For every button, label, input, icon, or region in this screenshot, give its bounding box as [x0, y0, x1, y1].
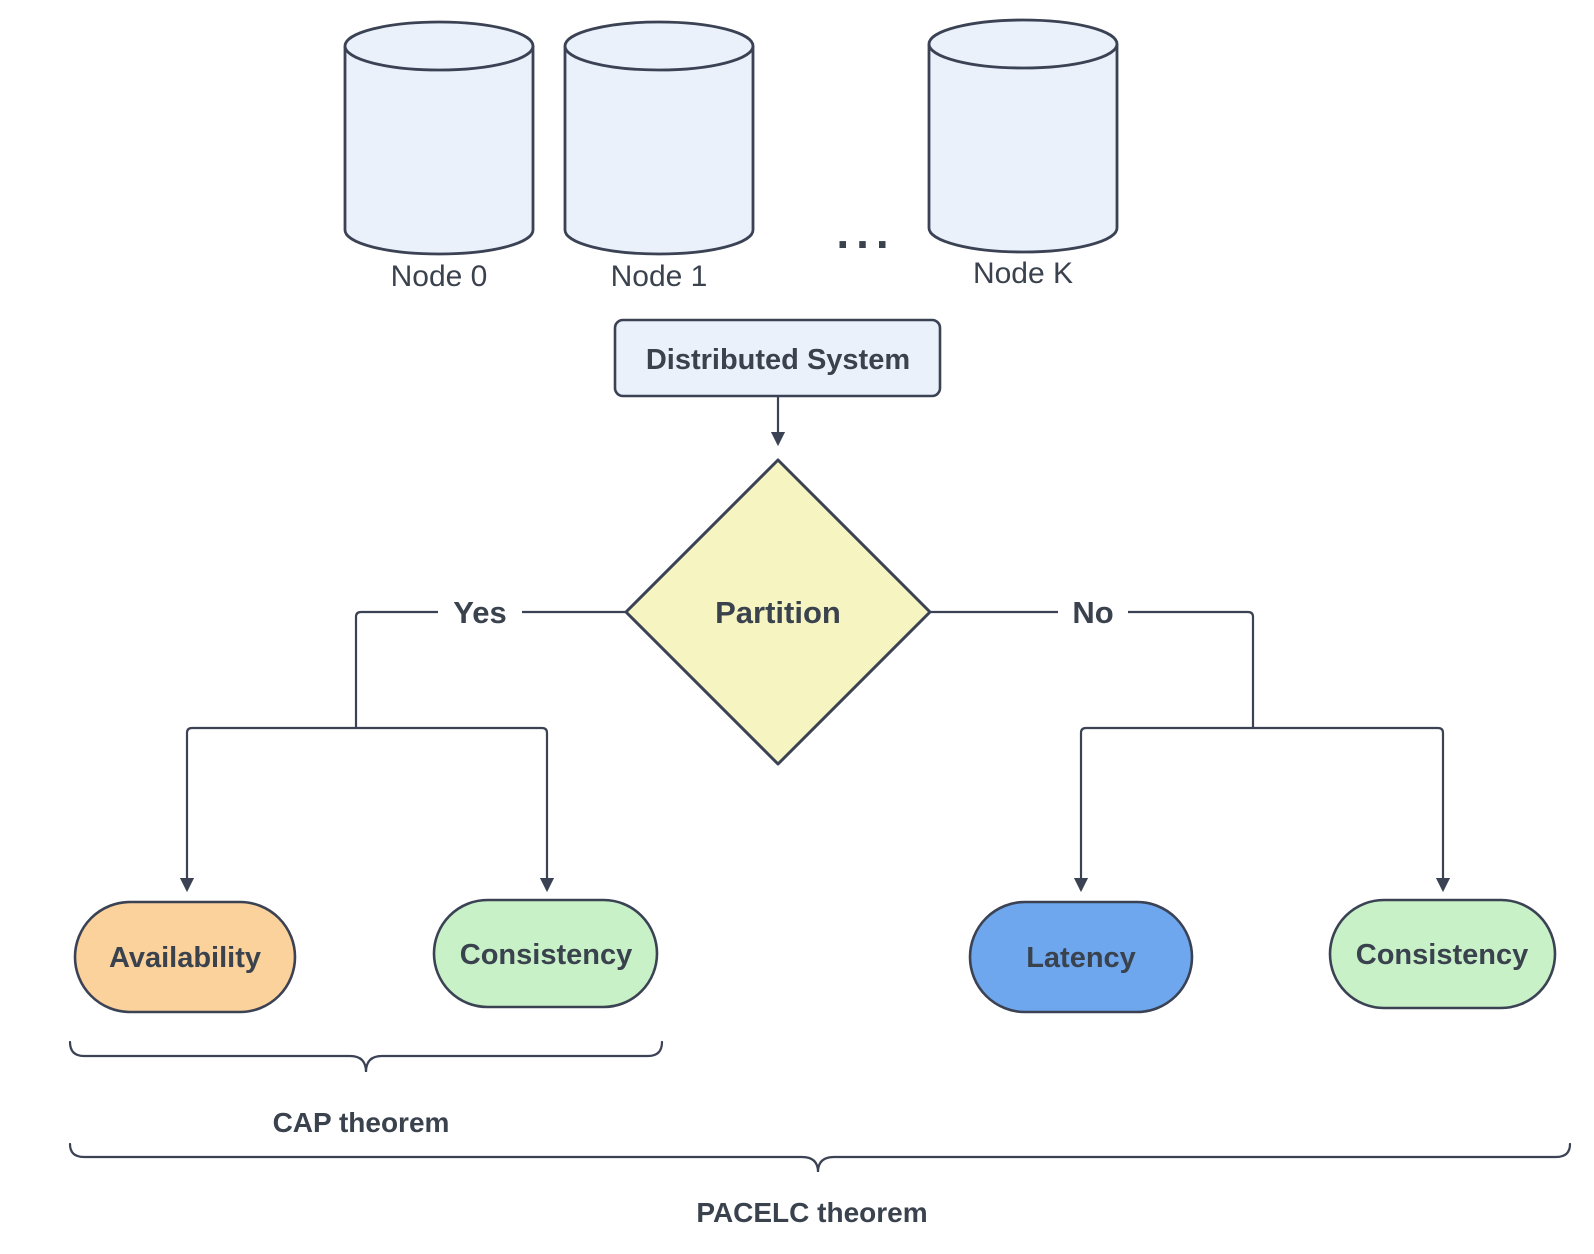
node-0-cylinder-top	[343, 20, 535, 72]
partition-label: Partition	[715, 595, 841, 630]
consistency-cap-pill	[432, 898, 659, 1009]
pacelc-theorem-brace	[68, 1142, 1572, 1173]
consistency-cap-label: Consistency	[460, 939, 632, 971]
yes-label: Yes	[453, 595, 506, 630]
cap-theorem-brace	[68, 1040, 664, 1073]
no-label: No	[1072, 595, 1113, 630]
consistency-else-label: Consistency	[1356, 939, 1528, 971]
latency-pill	[968, 900, 1194, 1014]
availability-label: Availability	[109, 942, 261, 974]
distributed-system-label: Distributed System	[646, 344, 910, 376]
node-k-label: Node K	[973, 257, 1073, 290]
edge-to-latency	[1073, 726, 1253, 893]
no-branch-edge	[930, 610, 1255, 728]
cap-theorem-label: CAP theorem	[273, 1107, 450, 1138]
node-1-cylinder-top	[563, 20, 755, 72]
edge-to-consistency-else	[1253, 726, 1451, 893]
node-1-database-icon	[563, 20, 755, 256]
node-k-database-icon	[927, 18, 1119, 254]
yes-branch-edge	[354, 610, 626, 728]
pacelc-theorem-label: PACELC theorem	[696, 1197, 927, 1228]
latency-label: Latency	[1026, 942, 1136, 974]
node-0-label: Node 0	[391, 260, 488, 293]
node-1-cylinder-body	[563, 46, 755, 256]
yes-label-bg	[438, 593, 522, 631]
consistency-else-pill	[1328, 898, 1557, 1010]
edge-to-consistency-cap	[356, 726, 555, 893]
availability-pill	[73, 900, 297, 1014]
node-k-cylinder-body	[927, 44, 1119, 254]
edge-to-availability	[179, 726, 356, 893]
node-0-cylinder-body	[343, 46, 535, 256]
node-k-cylinder-top	[927, 18, 1119, 70]
node-1-label: Node 1	[611, 260, 708, 293]
node-0-database-icon	[343, 20, 535, 256]
nodes-ellipsis: ...	[836, 206, 895, 258]
no-label-bg	[1058, 593, 1128, 631]
partition-decision-diamond	[624, 458, 932, 766]
